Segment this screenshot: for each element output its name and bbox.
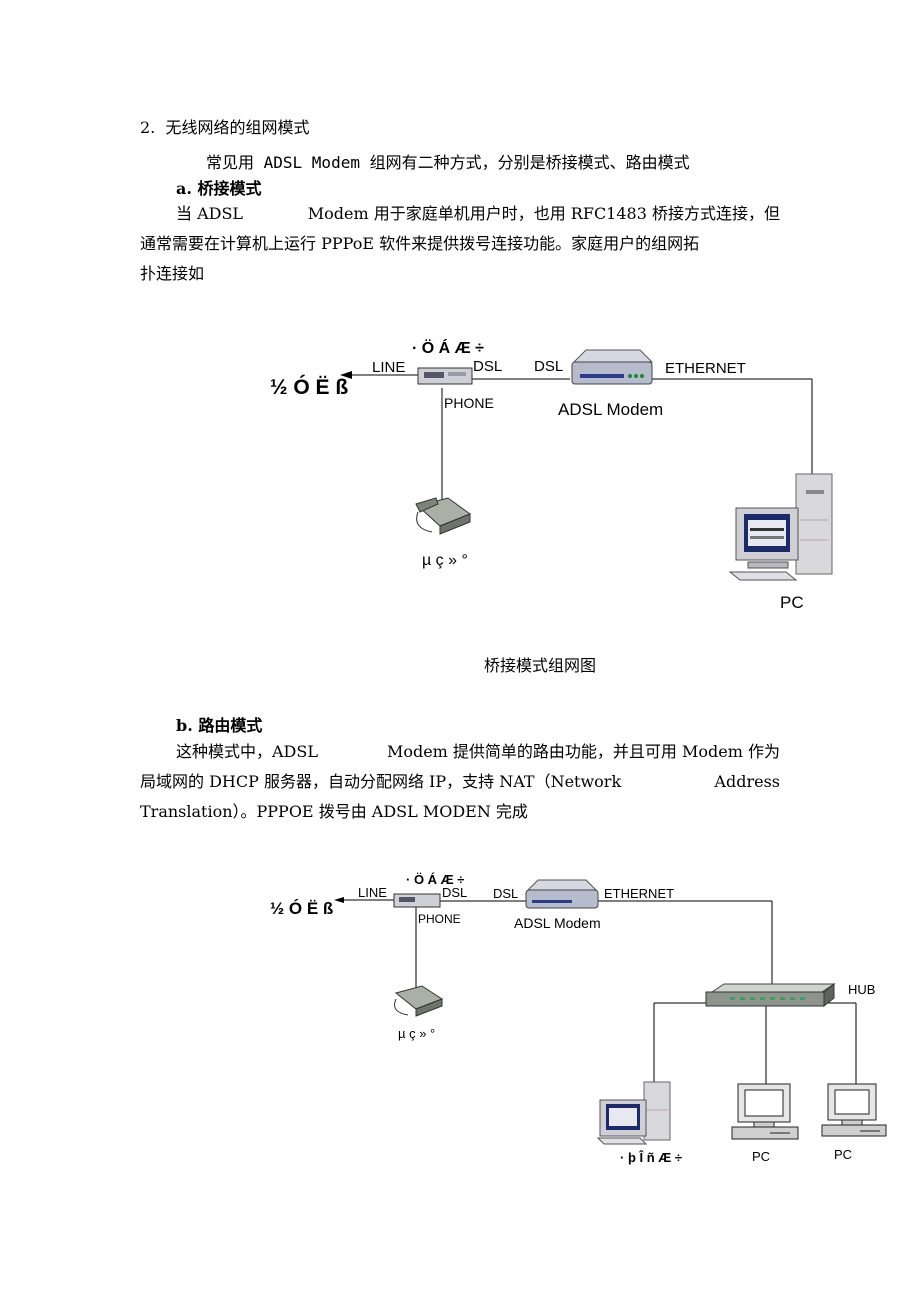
splitter-label: · Ö Á Æ ÷ [412,338,484,357]
phone-port-label: PHONE [444,395,494,411]
splitter-device [417,367,473,385]
splitter-device-2 [393,893,441,908]
router-para-line1: 这种模式中，ADSL Modem 提供简单的路由功能，并且可用 Modem 作为 [140,737,780,767]
section-title: 无线网络的组网模式 [165,118,310,137]
dsl-label-right: DSL [534,358,563,375]
line-label-2: LINE [358,885,387,900]
router-para-line3: Translation）。PPPOE 拨号由 ADSL MODEN 完成 [140,802,528,821]
pc-icon [728,473,833,581]
router-para-line2-b: Address [714,772,780,791]
line-label: LINE [372,359,405,376]
router-heading: b. 路由模式 [176,716,263,735]
dsl-label-right-2: DSL [493,886,518,901]
telephone-icon-2 [394,985,444,1017]
server-icon [596,1081,671,1145]
arrow-outside-2 [334,897,344,903]
bridge-diagram: · Ö Á Æ ÷ LINE DSL DSL ETHERNET ADSL Mod… [270,338,833,612]
pc2-label: PC [834,1147,852,1162]
splitter-label-2: · Ö Á Æ ÷ [406,872,464,887]
router-para-line2-a: 局域网的 DHCP 服务器，自动分配网络 IP，支持 NAT（Network [140,772,622,791]
telephone-icon [415,497,472,535]
server-label: · þ Î ñ Æ ÷ [620,1150,682,1165]
pc-icon-2 [821,1083,887,1137]
ethernet-label-2: ETHERNET [604,886,674,901]
telephone-label: µ ç » ° [422,552,468,569]
bridge-para-line1-right: Modem 用于家庭单机用户时，也用 RFC1483 桥接方式连接，但 [307,204,780,223]
dsl-label-left-2: DSL [442,885,467,900]
bridge-heading: a. 桥接模式 [176,179,262,198]
section-heading: 2. 无线网络的组网模式 [140,114,309,138]
bridge-para-line1: 当 ADSL Modem 用于家庭单机用户时，也用 RFC1483 桥接方式连接… [140,199,780,229]
ethernet-label: ETHERNET [665,360,746,377]
adsl-modem-icon-2 [525,879,599,909]
pc1-label: PC [752,1149,770,1164]
bridge-caption: 桥接模式组网图 [484,656,597,675]
hub-label: HUB [848,982,875,997]
modem-label-2: ADSL Modem [514,915,601,931]
section-intro: 常见用 ADSL Modem 组网有二种方式，分别是桥接模式、路由模式 [206,153,690,172]
adsl-modem-icon [571,349,654,385]
bridge-paragraph: 当 ADSL Modem 用于家庭单机用户时，也用 RFC1483 桥接方式连接… [140,199,780,289]
hub-icon [705,982,836,1008]
router-paragraph: 这种模式中，ADSL Modem 提供简单的路由功能，并且可用 Modem 作为… [140,737,780,827]
modem-label: ADSL Modem [558,400,663,419]
router-para-line1-left: 这种模式中，ADSL [176,742,318,761]
dsl-label-left: DSL [473,358,502,375]
section-number: 2. [140,118,156,137]
pc-icon-1 [731,1083,799,1140]
phone-port-label-2: PHONE [418,912,461,926]
telephone-label-2: µ ç » ° [398,1026,435,1041]
outside-line-label: ½ Ó Ë ß [270,375,348,399]
pc-label: PC [780,593,804,612]
arrow-outside [340,371,352,379]
bridge-para-line2: 通常需要在计算机上运行 PPPoE 软件来提供拨号连接功能。家庭用户的组网拓 [140,234,700,253]
bridge-para-line3: 扑连接如 [140,264,205,283]
outside-line-label-2: ½ Ó Ë ß [270,899,333,918]
bridge-para-line1-left: 当 ADSL [176,204,244,223]
router-para-line1-right: Modem 提供简单的路由功能，并且可用 Modem 作为 [386,742,780,761]
router-para-line2: 局域网的 DHCP 服务器，自动分配网络 IP，支持 NAT（Network A… [140,767,780,797]
